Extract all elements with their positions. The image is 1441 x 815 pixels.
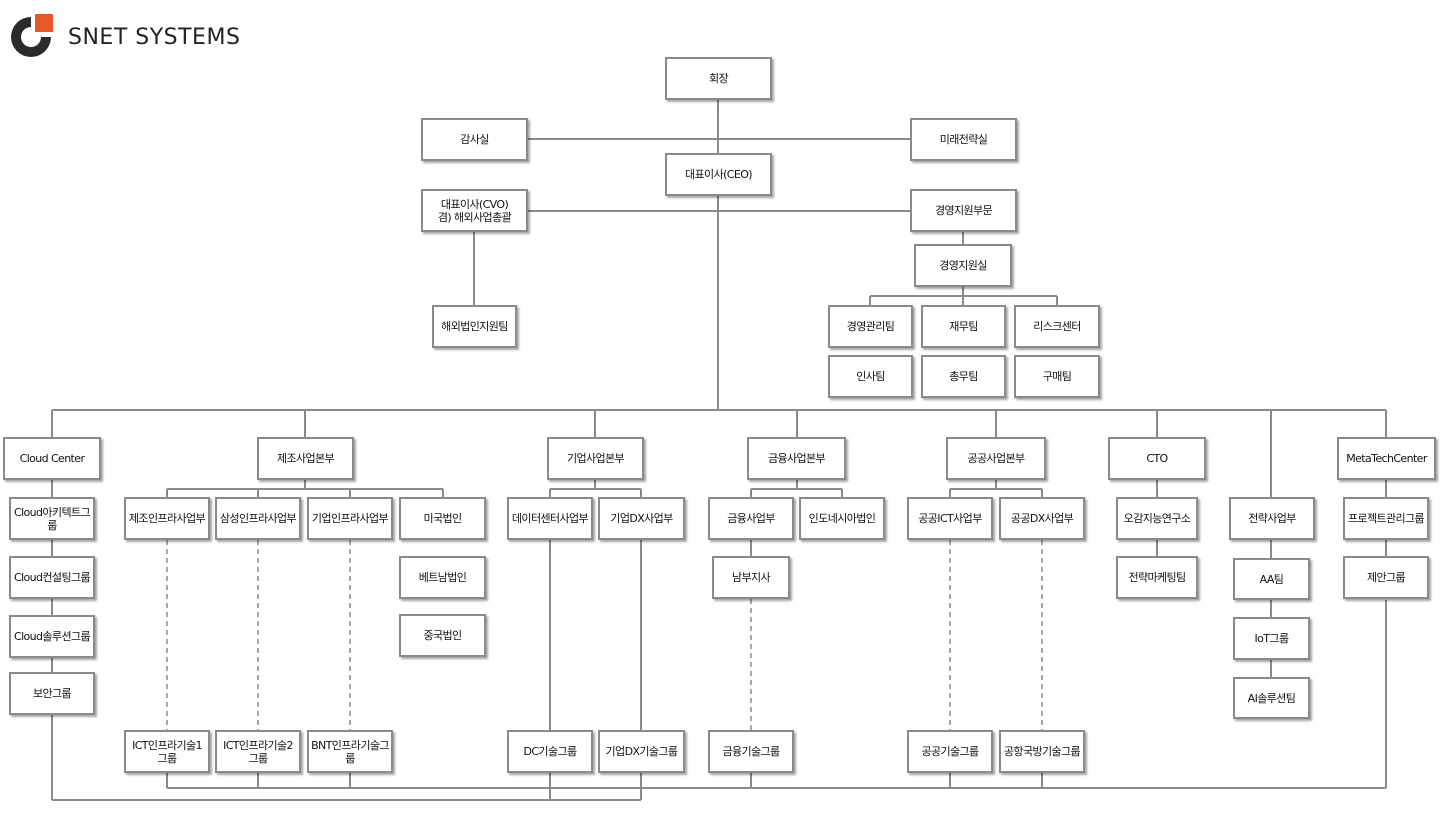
node-us-corp: 미국법인 (399, 497, 486, 540)
node-ceo: 대표이사(CEO) (665, 153, 772, 196)
node-mfg-infra: 제조인프라사업부 (124, 497, 210, 540)
node-enterprise-hq: 기업사업본부 (547, 437, 644, 480)
node-finance-hq: 금융사업본부 (747, 437, 846, 480)
node-finance-tech: 금융기술그룹 (708, 730, 794, 773)
node-risk-center: 리스크센터 (1014, 305, 1100, 348)
node-strategic-marketing: 전략마케팅팀 (1116, 556, 1198, 599)
node-south-branch: 남부지사 (712, 556, 790, 599)
node-vietnam-corp: 베트남법인 (399, 556, 486, 599)
node-proposal: 제안그룹 (1343, 556, 1429, 599)
node-china-corp: 중국법인 (399, 614, 486, 657)
node-airport-tech: 공항국방기술그룹 (999, 730, 1085, 773)
node-enterprise-dx-tech: 기업DX기술그룹 (598, 730, 685, 773)
node-ict-tech2: ICT인프라기술2그룹 (215, 730, 301, 773)
node-overseas-support: 해외법인지원팀 (432, 305, 517, 348)
node-public-ict: 공공ICT사업부 (907, 497, 993, 540)
node-cloud-consulting: Cloud컨설팅그룹 (9, 556, 95, 599)
node-cloud-solution: Cloud솔루션그룹 (9, 615, 95, 658)
node-ai-solution: AI솔루션팀 (1233, 677, 1310, 719)
node-corp-infra: 기업인프라사업부 (307, 497, 393, 540)
node-future-strategy: 미래전략실 (910, 118, 1017, 161)
company-logo: SNET SYSTEMS (8, 14, 240, 60)
node-bnt-tech: BNT인프라기술그룹 (307, 730, 393, 773)
node-metatech-center: MetaTechCenter (1337, 437, 1436, 480)
node-cvo-line2: 겸) 해외사업총괄 (437, 210, 512, 224)
logo-text: SNET SYSTEMS (68, 24, 241, 50)
node-iot-group: IoT그룹 (1233, 617, 1310, 660)
node-hr: 인사팀 (828, 355, 913, 398)
node-mfg-hq: 제조사업본부 (257, 437, 354, 480)
node-finance-biz: 금융사업부 (708, 497, 794, 540)
node-cvo: 대표이사(CVO) 겸) 해외사업총괄 (421, 189, 528, 232)
node-purchasing: 구매팀 (1014, 355, 1100, 398)
node-strategy-biz: 전략사업부 (1229, 497, 1315, 540)
node-datacenter: 데이터센터사업부 (507, 497, 593, 540)
node-aa-team: AA팀 (1233, 558, 1310, 600)
node-cto: CTO (1108, 437, 1206, 480)
node-enterprise-dx: 기업DX사업부 (598, 497, 685, 540)
node-mgmt-support-division: 경영지원부문 (910, 189, 1017, 232)
node-public-tech: 공공기술그룹 (907, 730, 993, 773)
node-project-mgmt: 프로젝트관리그룹 (1343, 497, 1429, 540)
node-cloud-architect: Cloud아키텍트그룹 (9, 497, 95, 540)
node-samsung-infra: 삼성인프라사업부 (215, 497, 301, 540)
node-ogamji-lab: 오감지능연구소 (1116, 497, 1198, 540)
node-mgmt-support-office: 경영지원실 (914, 244, 1012, 287)
node-mgmt-admin: 경영관리팀 (828, 305, 913, 348)
node-indonesia-corp: 인도네시아법인 (799, 497, 885, 540)
node-ict-tech1: ICT인프라기술1그룹 (124, 730, 210, 773)
node-cvo-line1: 대표이사(CVO) (440, 197, 509, 211)
node-dc-tech: DC기술그룹 (507, 730, 593, 773)
node-cloud-center: Cloud Center (3, 437, 101, 480)
node-chairman: 회장 (665, 57, 772, 100)
node-security: 보안그룹 (9, 672, 95, 715)
node-public-hq: 공공사업본부 (946, 437, 1046, 480)
node-general-affairs: 총무팀 (921, 355, 1006, 398)
snet-logo-icon (8, 14, 54, 60)
node-public-dx: 공공DX사업부 (999, 497, 1085, 540)
node-finance-team: 재무팀 (921, 305, 1006, 348)
node-audit: 감사실 (421, 118, 528, 161)
